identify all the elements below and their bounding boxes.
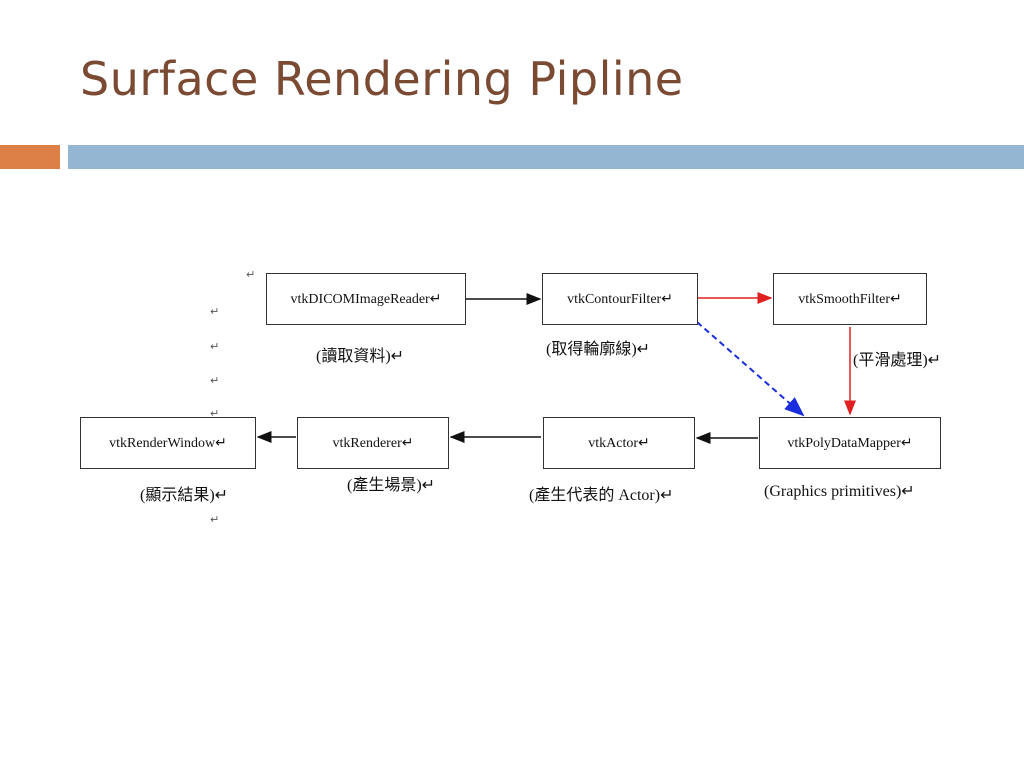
return-mark: ↵ (210, 305, 220, 318)
node-vtk-poly-data-mapper: vtkPolyDataMapper↵ (759, 417, 941, 469)
caption-reader: (讀取資料)↵ (316, 348, 405, 365)
return-mark: ↵ (210, 407, 220, 420)
return-mark: ↵ (210, 513, 220, 526)
caption-mapper: (Graphics primitives)↵ (764, 483, 915, 500)
return-mark: ↵ (210, 374, 220, 387)
node-vtk-actor: vtkActor↵ (543, 417, 695, 469)
caption-smooth: (平滑處理)↵ (853, 352, 942, 369)
caption-contour: (取得輪廓線)↵ (546, 341, 651, 358)
caption-renderer: (產生場景)↵ (347, 477, 436, 494)
node-vtk-render-window: vtkRenderWindow↵ (80, 417, 256, 469)
caption-window: (顯示結果)↵ (140, 487, 229, 504)
slide-title: Surface Rendering Pipline (80, 52, 684, 106)
title-accent-bar (0, 145, 60, 169)
return-mark: ↵ (210, 340, 220, 353)
return-mark: ↵ (246, 268, 256, 281)
title-divider-bar (68, 145, 1024, 169)
edge-contour-to-mapper (696, 321, 805, 417)
node-vtk-renderer: vtkRenderer↵ (297, 417, 449, 469)
node-vtk-dicom-image-reader: vtkDICOMImageReader↵ (266, 273, 466, 325)
caption-actor: (產生代表的 Actor)↵ (529, 487, 674, 504)
node-vtk-smooth-filter: vtkSmoothFilter↵ (773, 273, 927, 325)
node-vtk-contour-filter: vtkContourFilter↵ (542, 273, 698, 325)
